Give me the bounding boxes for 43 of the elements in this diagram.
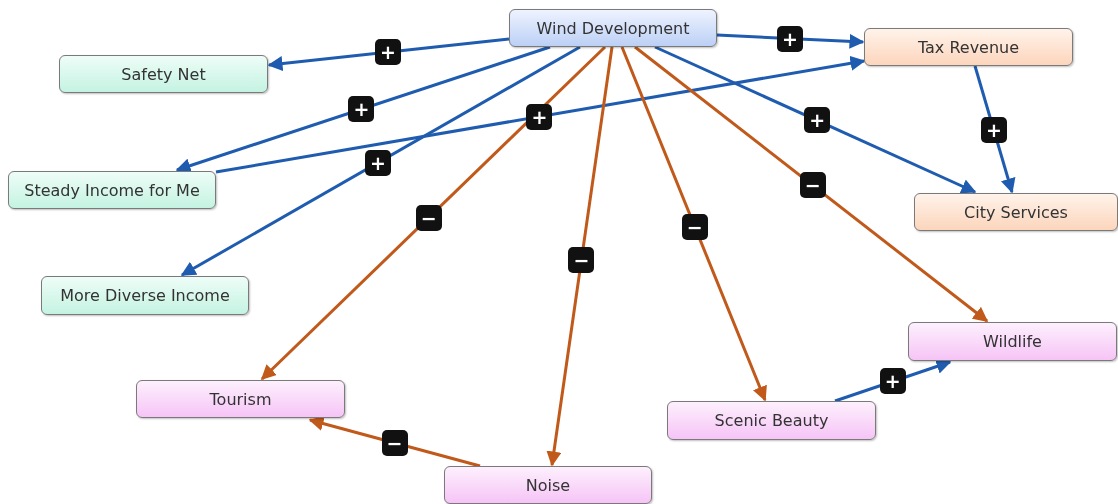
arrow (620, 46, 767, 402)
concept-label: Tax Revenue (917, 37, 1020, 57)
edge-label: + (526, 103, 553, 130)
concept-box (864, 28, 1073, 66)
arrow (267, 37, 510, 71)
concept-label: Wind Development (536, 18, 690, 38)
edge-label: + (777, 25, 804, 52)
concept-label: City Services (964, 202, 1068, 222)
concept-box (59, 55, 268, 93)
arrow (215, 55, 866, 174)
edge-label: + (980, 117, 1007, 144)
arrow (308, 416, 481, 468)
concept-box (914, 193, 1118, 231)
arrow (634, 45, 989, 323)
edge-label: + (364, 149, 391, 176)
concept-box (41, 276, 249, 315)
arrow (654, 45, 977, 194)
concept-label: Tourism (209, 389, 272, 409)
concept-label: Noise (525, 475, 571, 495)
concept-box (667, 401, 876, 440)
edge-label: − (681, 213, 708, 240)
edge-label: − (415, 204, 442, 231)
concept-label: Safety Net (121, 64, 206, 84)
edge-label: − (799, 172, 826, 199)
arrow (260, 45, 607, 381)
edge-label: + (375, 39, 401, 66)
edge-label: + (879, 368, 906, 395)
concept-box (8, 171, 216, 209)
edge-label: − (568, 247, 595, 274)
concept-box (444, 466, 652, 504)
concept-label: Steady Income for Me (24, 180, 200, 200)
edge-label: − (381, 429, 408, 456)
concept-label: Wildlife (983, 332, 1042, 351)
arrow (175, 45, 551, 173)
concept-box (908, 322, 1117, 361)
arrow (180, 45, 581, 277)
concept-box (136, 380, 345, 418)
concept-box (509, 9, 717, 47)
edge-label: + (804, 107, 831, 134)
edge-label: + (348, 96, 375, 123)
arrow (546, 46, 614, 467)
concept-label: More Diverse Income (60, 286, 230, 305)
concept-label: Scenic Beauty (714, 411, 829, 430)
